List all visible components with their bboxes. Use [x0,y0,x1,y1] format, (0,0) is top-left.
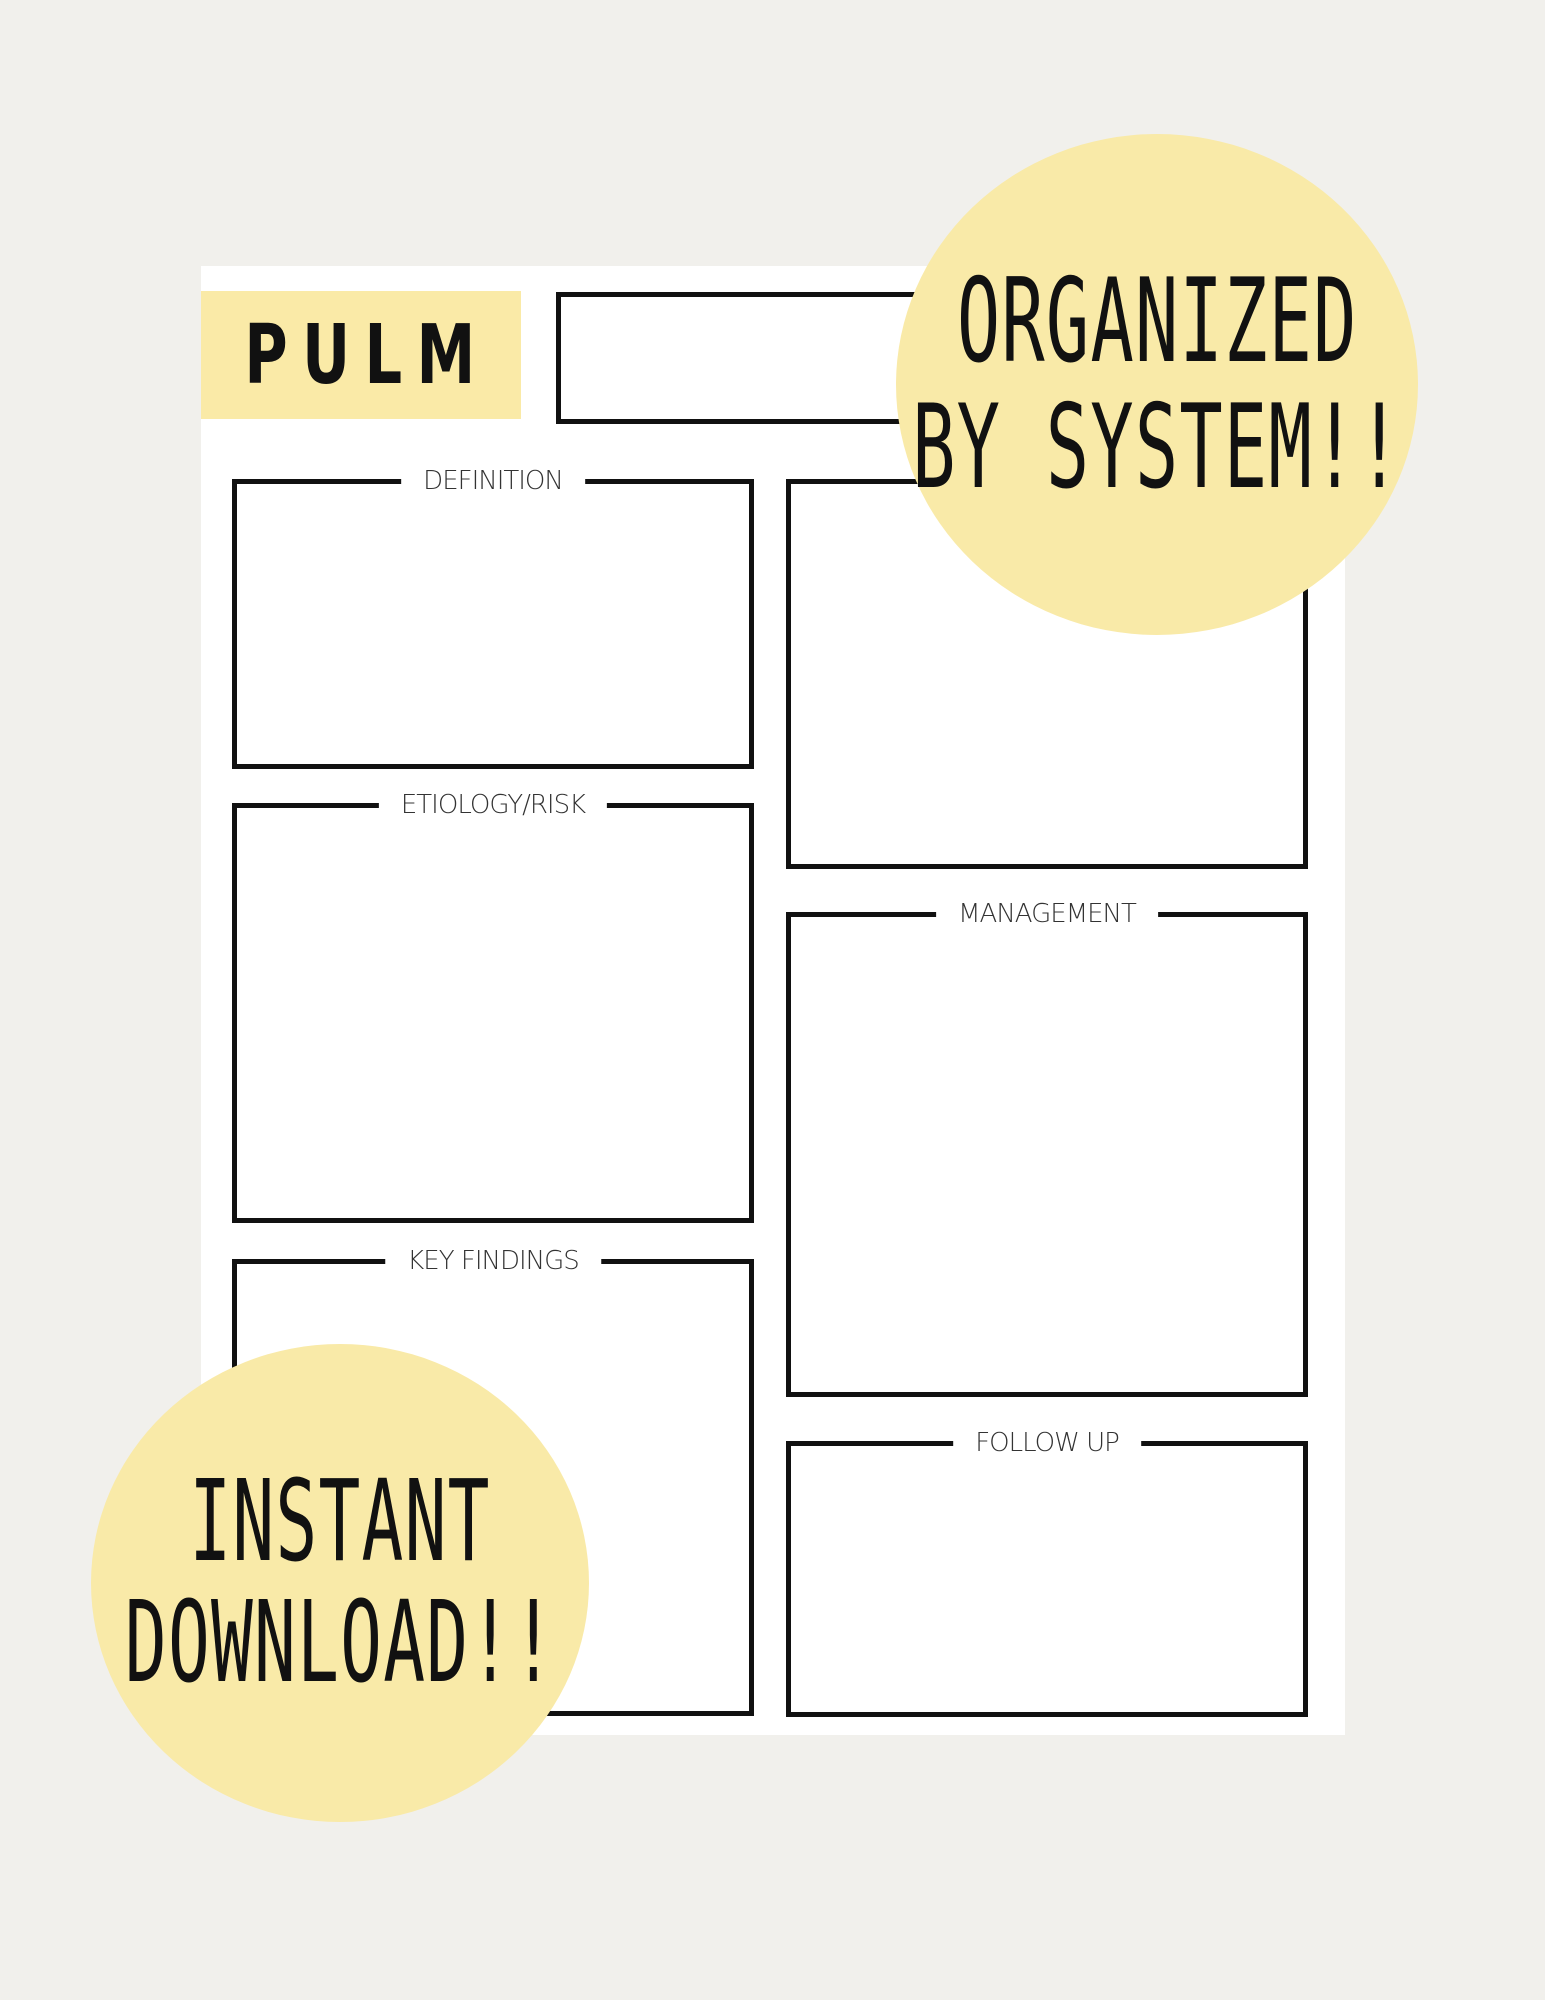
instant-download-badge: INSTANT DOWNLOAD!! [91,1344,589,1822]
download-badge-line1: INSTANT [189,1457,491,1588]
definition-label: DEFINITION [401,464,585,498]
organized-badge-line1: ORGANIZED [956,254,1358,390]
download-badge-line2: DOWNLOAD!! [124,1578,556,1708]
etiology-box[interactable]: ETIOLOGY/RISK [232,788,754,1223]
management-label: MANAGEMENT [936,897,1158,931]
topic-name-box[interactable] [556,292,946,424]
follow-up-label: FOLLOW UP [953,1426,1141,1460]
etiology-label: ETIOLOGY/RISK [378,788,608,822]
organized-badge: ORGANIZED BY SYSTEM!! [896,134,1418,635]
organized-badge-line2: BY SYSTEM!! [912,379,1402,515]
title-banner: PULM [201,291,521,419]
management-box[interactable]: MANAGEMENT [786,897,1308,1397]
key-findings-label: KEY FINDINGS [385,1244,601,1278]
follow-up-box[interactable]: FOLLOW UP [786,1426,1308,1717]
page-title: PULM [244,307,490,403]
definition-box[interactable]: DEFINITION [232,464,754,769]
